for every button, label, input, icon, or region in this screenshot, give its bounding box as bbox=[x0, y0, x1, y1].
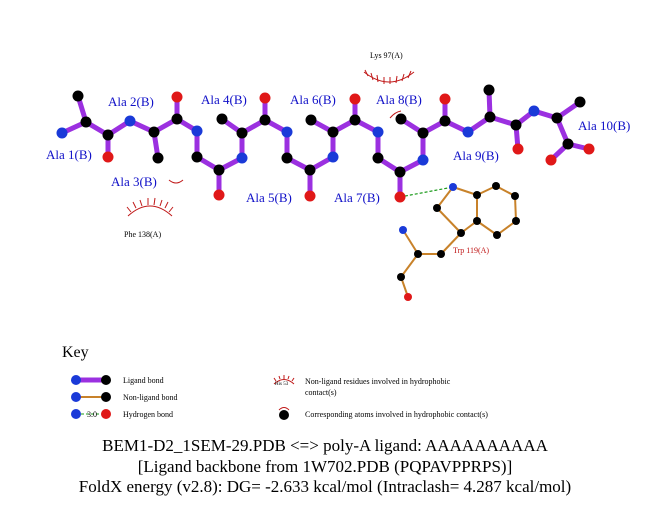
hydrogen-bond bbox=[399, 186, 454, 198]
caption-line1: BEM1-D2_1SEM-29.PDB <=> poly-A ligand: A… bbox=[102, 436, 548, 455]
key-nonligand-bond bbox=[71, 392, 111, 402]
caption-line3: FoldX energy (v2.8): DG= -2.633 kcal/mol… bbox=[79, 477, 571, 496]
key-corresponding-atom bbox=[278, 407, 290, 420]
label-ala1: Ala 1(B) bbox=[46, 147, 92, 162]
key-nonligand-residues-line2: contact(s) bbox=[305, 388, 337, 397]
label-ala4: Ala 4(B) bbox=[201, 92, 247, 107]
label-phe138: Phe 138(A) bbox=[124, 230, 161, 239]
label-ala9: Ala 9(B) bbox=[453, 148, 499, 163]
label-lys97: Lys 97(A) bbox=[370, 51, 403, 60]
key-hydrogen-bond-label: Hydrogen bond bbox=[123, 410, 173, 419]
key-nonligand-residues-line1: Non-ligand residues involved in hydropho… bbox=[305, 377, 451, 386]
key-ligand-bond-label: Ligand bond bbox=[123, 376, 164, 385]
label-ala7: Ala 7(B) bbox=[334, 190, 380, 205]
key-ligand-bond bbox=[71, 375, 111, 385]
key-hbond-distance: 3.0 bbox=[87, 410, 97, 419]
hydrophobic-arcs bbox=[126, 69, 415, 217]
key-title: Key bbox=[62, 344, 89, 361]
label-trp119: Trp 119(A) bbox=[453, 246, 489, 255]
key-his-example: His 53 bbox=[275, 382, 289, 387]
trp-bonds bbox=[400, 185, 517, 298]
label-ala2: Ala 2(B) bbox=[108, 94, 154, 109]
key-hydrophobic-arc bbox=[273, 375, 295, 385]
ligand-atoms bbox=[56, 84, 595, 203]
label-ala3: Ala 3(B) bbox=[111, 174, 157, 189]
label-ala10: Ala 10(B) bbox=[578, 118, 630, 133]
label-ala5: Ala 5(B) bbox=[246, 190, 292, 205]
caption-line2: [Ligand backbone from 1W702.PDB (PQPAVPP… bbox=[138, 457, 513, 476]
trp-atoms bbox=[397, 182, 520, 301]
key-nonligand-bond-label: Non-ligand bond bbox=[123, 393, 177, 402]
key-corresponding-atoms-label: Corresponding atoms involved in hydropho… bbox=[305, 410, 488, 419]
label-ala6: Ala 6(B) bbox=[290, 92, 336, 107]
key-hydrogen-bond bbox=[71, 409, 111, 419]
label-ala8: Ala 8(B) bbox=[376, 92, 422, 107]
